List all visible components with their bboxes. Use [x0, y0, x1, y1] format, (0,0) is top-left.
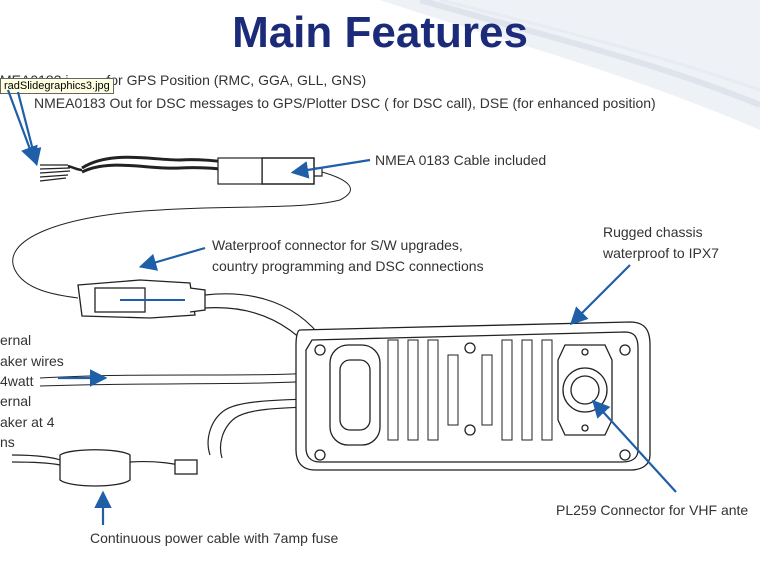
speaker-label-line3: 4watt [0, 373, 34, 389]
loop-cable [12, 171, 351, 299]
power-cable-label: Continuous power cable with 7amp fuse [90, 530, 339, 546]
header-swoosh [380, 0, 760, 130]
waterproof-connector [77, 279, 206, 319]
speaker-label-line5: aker at 4 [0, 414, 55, 430]
speaker-label-line6: ns [0, 434, 15, 450]
waterproof-connector-label-line2: country programming and DSC connections [212, 258, 484, 274]
rugged-chassis-label-line1: Rugged chassis [603, 224, 703, 240]
heatsink-fins [387, 339, 553, 441]
speaker-label-line4: ernal [0, 393, 32, 409]
pl259-socket [557, 344, 613, 436]
image-tooltip: radSlidegraphics3.jpg [0, 78, 114, 94]
pl259-label: PL259 Connector for VHF ante [556, 502, 749, 518]
nmea-cable [39, 155, 323, 185]
waterproof-connector-label-line1: Waterproof connector for S/W upgrades, [212, 237, 463, 253]
page-title: Main Features [232, 8, 528, 57]
speaker-label-line2: aker wires [0, 353, 64, 369]
nmea-out-label: NMEA0183 Out for DSC messages to GPS/Plo… [34, 95, 656, 111]
fuse-holder [59, 449, 198, 487]
annotation-arrows [6, 89, 677, 525]
rugged-chassis-label-line2: waterproof to IPX7 [603, 245, 719, 261]
speaker-label-line1: ernal [0, 332, 32, 348]
nmea-cable-label: NMEA 0183 Cable included [375, 152, 547, 168]
